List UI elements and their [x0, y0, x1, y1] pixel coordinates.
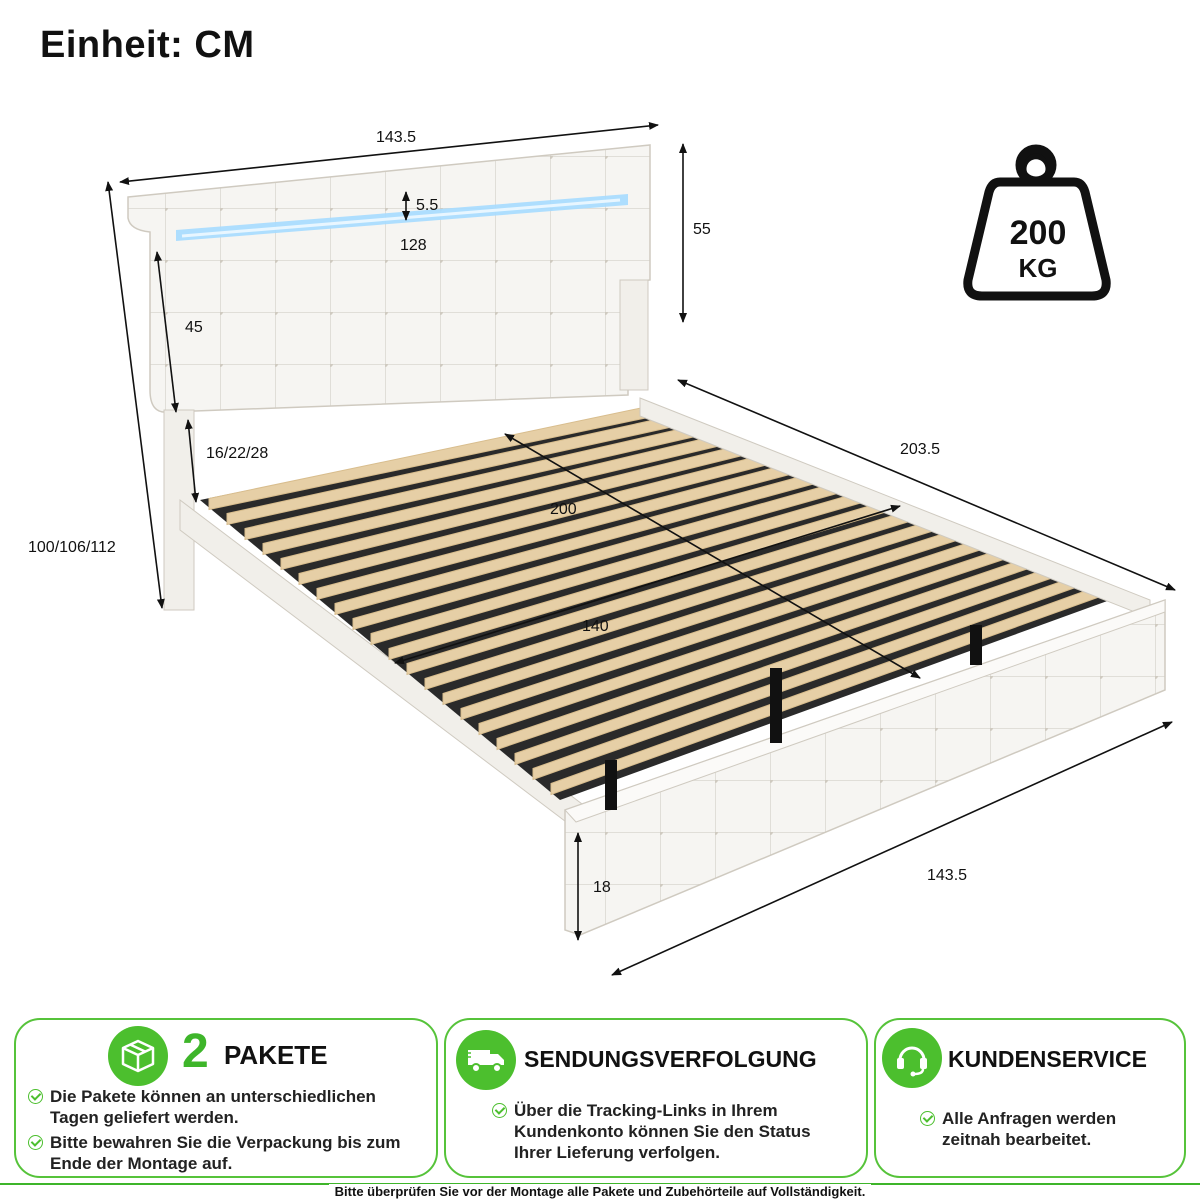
tracking-title: SENDUNGSVERFOLGUNG [524, 1046, 817, 1072]
tracking-bullets: Über die Tracking-Links in Ihrem Kundenk… [492, 1100, 812, 1167]
dim-headboard-width: 143.5 [376, 129, 416, 146]
dimension-lines [105, 121, 1176, 976]
dim-slat-length: 200 [550, 501, 577, 518]
check-icon [28, 1089, 43, 1104]
package-icon [108, 1026, 168, 1086]
headset-icon [882, 1028, 942, 1088]
headboard [127, 144, 651, 413]
list-item: Alle Anfragen werden zeitnah bearbeitet. [920, 1108, 1150, 1150]
package-count: 2 [182, 1025, 209, 1078]
weight-value: 200 [1010, 214, 1067, 252]
check-icon [492, 1103, 507, 1118]
dim-headboard-height: 55 [693, 221, 711, 238]
unit-title: Einheit: CM [40, 24, 255, 66]
tracking-panel: SENDUNGSVERFOLGUNG Über die Tracking-Lin… [444, 1018, 868, 1178]
list-item: Bitte bewahren Sie die Verpackung bis zu… [28, 1132, 428, 1174]
bed-dimension-drawing: 143.5 5.5 128 55 45 16/22/28 100/106/112… [28, 121, 1176, 976]
dim-leg-heights: 16/22/28 [206, 445, 268, 462]
dim-total-length: 203.5 [900, 441, 940, 458]
check-icon [28, 1135, 43, 1150]
dim-headboard-panel-height: 45 [185, 319, 203, 336]
footer-note: Bitte überprüfen Sie vor der Montage all… [328, 1184, 872, 1199]
footer-bar: Bitte überprüfen Sie vor der Montage all… [0, 1183, 1200, 1200]
dim-light-strip-height: 5.5 [416, 197, 438, 214]
packages-bullets: Die Pakete können an unterschiedlichen T… [28, 1086, 428, 1178]
dim-total-heights: 100/106/112 [28, 539, 116, 556]
list-item: Über die Tracking-Links in Ihrem Kundenk… [492, 1100, 812, 1163]
bed-illustration [127, 144, 1166, 936]
packages-panel: 2 PAKETE Die Pakete können an unterschie… [14, 1018, 438, 1178]
service-title: KUNDENSERVICE [948, 1046, 1147, 1072]
dimension-labels: 143.5 5.5 128 55 45 16/22/28 100/106/112… [28, 129, 967, 896]
service-bullets: Alle Anfragen werden zeitnah bearbeitet. [920, 1108, 1150, 1154]
truck-icon [456, 1030, 516, 1090]
dim-frame-height: 18 [593, 879, 611, 896]
dim-footboard-width: 143.5 [927, 867, 967, 884]
weight-unit: KG [1019, 253, 1058, 283]
right-post [619, 279, 649, 391]
service-panel: KUNDENSERVICE Alle Anfragen werden zeitn… [874, 1018, 1186, 1178]
dim-light-strip-width: 128 [400, 237, 427, 254]
dim-slat-width: 140 [582, 618, 609, 635]
check-icon [920, 1111, 935, 1126]
list-item: Die Pakete können an unterschiedlichen T… [28, 1086, 428, 1128]
packages-title: PAKETE [224, 1040, 328, 1070]
weight-capacity-icon: 200 KG [963, 144, 1111, 301]
